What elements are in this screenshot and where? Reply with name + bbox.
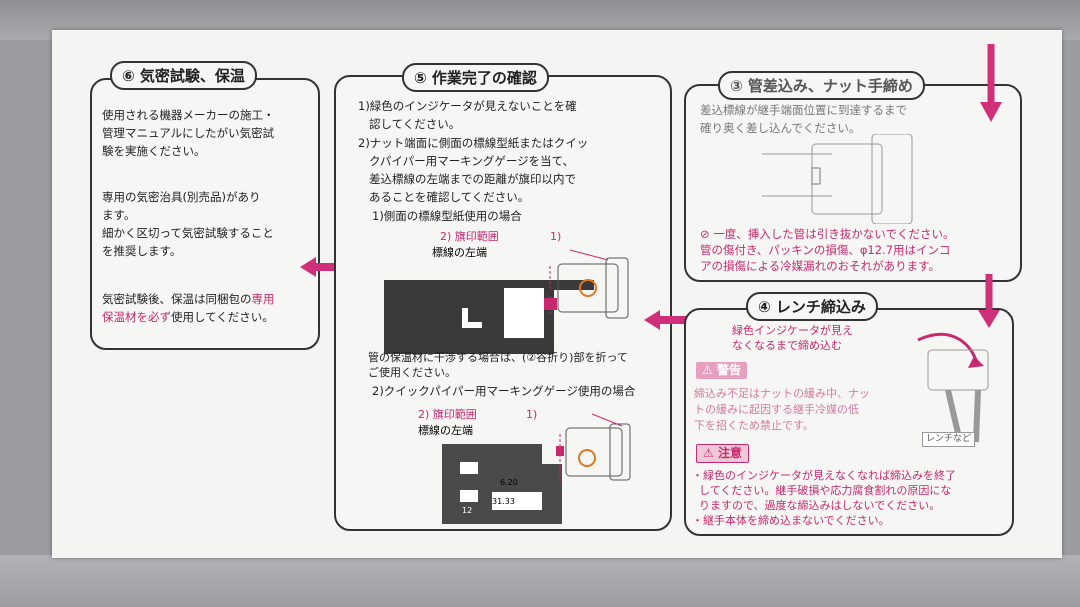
gauge-label-b: 31.33 bbox=[492, 497, 515, 506]
template-diagram bbox=[384, 249, 629, 354]
package-panel: ⑥ 気密試験、保温 使用される機器メーカーの施工・ 管理マニュアルにしたがい気密… bbox=[52, 30, 1062, 558]
panel3-warn: ⊘ 一度、挿入した管は引き抜かないでください。 管の傷付き、パッキンの損傷、φ1… bbox=[700, 227, 955, 273]
panel6-para3: 気密試験後、保温は同梱包の専用保温材を必ず使用してください。 bbox=[102, 290, 312, 326]
panel6-para3-c: 保温材を必ず bbox=[102, 310, 171, 324]
panel4-caution-text: ・緑色のインジケータが見えなくなれば締込みを終了 してください。継手破損や応力腐… bbox=[692, 469, 956, 527]
wrench-label: レンチなど bbox=[922, 432, 976, 447]
panel6-para3-a: 気密試験後、保温は同梱包の bbox=[102, 292, 252, 306]
gauge-diagram bbox=[442, 413, 631, 524]
panel5-note: 管の保温材に干渉する場合は、(②谷折り)部を折って ご使用ください。 bbox=[368, 351, 628, 379]
panel5-sub2: 2)クイックパイパー用マーキングゲージ使用の場合 bbox=[372, 384, 636, 398]
danger-label-text: 警告 bbox=[716, 363, 741, 377]
panel6-para3-d: 使用してください。 bbox=[171, 310, 274, 324]
panel6-para3-b: 専用 bbox=[251, 292, 275, 306]
panel3-title: ③ 管差込み、ナット手締め bbox=[718, 71, 925, 100]
caution-triangle-icon: ⚠ bbox=[703, 446, 714, 460]
caution-label: ⚠ 注意 bbox=[696, 444, 749, 463]
background-bottom bbox=[0, 555, 1080, 607]
pipe-fitting-diagram bbox=[762, 134, 913, 224]
gauge-label-a: 6.20 bbox=[500, 478, 518, 487]
danger-triangle-icon: ⚠ bbox=[702, 363, 713, 377]
caution-label-text: 注意 bbox=[717, 446, 742, 460]
wrench-diagram bbox=[917, 333, 989, 443]
flag-range-text: 2) 旗印範囲 bbox=[440, 230, 499, 243]
panel5-flag-range2: 2) 旗印範囲 bbox=[418, 408, 477, 421]
panel4-callout: 緑色インジケータが見え なくなるまで締め込む bbox=[732, 324, 853, 352]
danger-label: ⚠ 警告 bbox=[696, 362, 747, 379]
panel5-flag-range: 2) 旗印範囲 bbox=[440, 230, 499, 243]
panel6-para2: 専用の気密治具(別売品)があり ます。 細かく区切って気密試験すること を推奨し… bbox=[102, 190, 274, 258]
panel4-title: ④ レンチ締込み bbox=[746, 292, 878, 321]
arrow-down-icon bbox=[980, 44, 1002, 122]
panel6-para1: 使用される機器メーカーの施工・ 管理マニュアルにしたがい気密試 験を実施ください… bbox=[102, 108, 275, 158]
panel6-title: ⑥ 気密試験、保温 bbox=[110, 61, 257, 90]
panel5-mark-left2: 標線の左端 bbox=[418, 424, 473, 437]
panel4-danger-text: 締込み不足はナットの緩み中、ナッ トの緩みに起因する継手冷媒の低 下を招くため禁… bbox=[694, 387, 870, 432]
panel5-sub1: 1)側面の標線型紙使用の場合 bbox=[372, 209, 522, 223]
panel-wrench-tightening bbox=[684, 308, 1014, 536]
panel-airtight-test bbox=[90, 78, 320, 350]
arrow-left-icon-2 bbox=[644, 310, 692, 330]
arrow-left-icon bbox=[300, 257, 348, 277]
panel3-line1: 差込標線が継手端面位置に到達するまで 確り奥く差し込んでください。 bbox=[700, 103, 907, 135]
arrow-down-icon-2 bbox=[978, 274, 1000, 328]
panel5-title: ⑤ 作業完了の確認 bbox=[402, 63, 549, 92]
panel5-one2: 1) bbox=[526, 408, 538, 421]
gauge-label-c: 12 bbox=[462, 506, 473, 515]
panel5-one: 1) bbox=[550, 230, 562, 243]
panel5-mark-left: 標線の左端 bbox=[432, 246, 487, 259]
panel5-item2: 2)ナット端面に側面の標線型紙またはクイッ クパイパー用マーキングゲージを当て、… bbox=[358, 136, 589, 204]
panel5-item1: 1)緑色のインジケータが見えないことを確 認してください。 bbox=[358, 99, 577, 131]
